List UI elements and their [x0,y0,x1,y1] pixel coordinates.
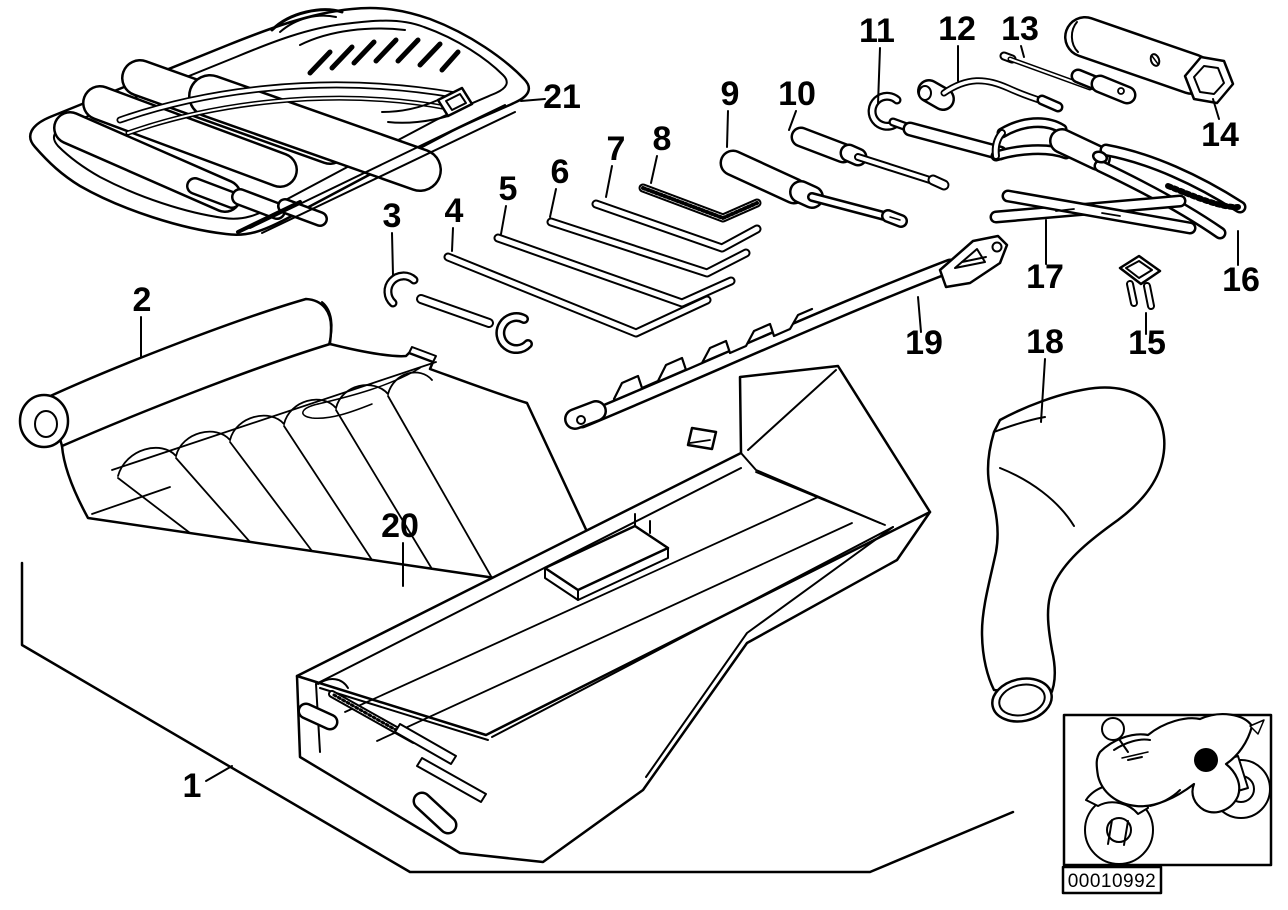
leader-line-21 [520,98,546,102]
part-drawing-curved-duct [980,386,1166,723]
part-drawing-screwdriver-large [719,149,908,228]
part-number-17: 17 [1026,258,1064,296]
callout-4[interactable]: 4 [445,192,464,252]
part-drawing-hex-key-8 [638,183,762,223]
callout-6[interactable]: 6 [549,153,570,218]
part-number-14: 14 [1201,116,1239,154]
callout-13[interactable]: 13 [1001,10,1039,58]
callout-3[interactable]: 3 [383,197,402,276]
part-drawing-hex-key-5 [493,233,736,308]
part-drawing-hook-wrench [867,91,1008,161]
leader-line-9 [726,110,729,148]
part-number-5: 5 [499,170,518,208]
part-number-2: 2 [133,281,152,319]
part-drawing-screwdriver-small [790,126,950,191]
part-number-9: 9 [721,75,740,113]
leader-line-18 [1040,358,1046,423]
part-drawing-complete-kit-line [20,561,1015,874]
part-number-20: 20 [381,507,419,545]
leader-line-14 [1212,98,1220,120]
vehicle-thumbnail: 00010992 [1061,712,1273,895]
callout-19[interactable]: 19 [905,296,943,362]
part-number-11: 11 [859,12,895,50]
callout-7[interactable]: 7 [605,130,626,198]
part-drawing-tire-levers [989,189,1197,235]
callout-12[interactable]: 12 [938,10,976,82]
callouts-layer: 1 2 3 4 5 6 7 8 [133,10,1260,805]
part-number-19: 19 [905,324,943,362]
leader-line-19 [917,296,922,333]
callout-17[interactable]: 17 [1026,219,1064,296]
part-drawing-open-end-wrench [383,271,533,355]
part-number-21: 21 [543,78,581,116]
part-drawing-hex-key-4 [443,252,712,338]
leader-line-5 [500,205,507,235]
part-number-8: 8 [653,120,672,158]
callout-10[interactable]: 10 [778,75,816,131]
leader-line-8 [650,155,658,184]
callout-8[interactable]: 8 [650,120,672,184]
part-number-13: 13 [1001,10,1039,48]
motorcycle-icon [1084,712,1271,865]
callout-15[interactable]: 15 [1128,312,1166,362]
callout-5[interactable]: 5 [499,170,518,235]
callout-2[interactable]: 2 [133,281,152,358]
leader-line-6 [549,188,557,218]
part-number-10: 10 [778,75,816,113]
part-drawing-fuse [1118,254,1162,310]
part-number-18: 18 [1026,323,1064,361]
leader-line-3 [391,232,394,276]
part-drawing-tool-tray [295,364,932,864]
part-drawing-tool-roll-packed [29,6,531,236]
leader-line-7 [605,165,613,198]
callout-18[interactable]: 18 [1026,323,1064,423]
part-drawing-box-wrench [917,77,1061,111]
part-number-16: 16 [1222,261,1260,299]
part-drawing-tool-roll-empty [18,297,619,598]
callout-14[interactable]: 14 [1201,98,1239,154]
part-number-6: 6 [551,153,570,191]
image-code: 00010992 [1068,871,1157,892]
part-number-15: 15 [1128,324,1166,362]
leader-line-11 [877,47,881,105]
callout-9[interactable]: 9 [721,75,740,148]
plate-code-box: 00010992 [1061,865,1163,895]
part-drawing-pliers [990,117,1247,240]
leader-line-4 [451,227,454,252]
location-dot [1194,748,1218,772]
part-drawing-serrated-bracket [564,234,1009,430]
callout-16[interactable]: 16 [1222,230,1260,299]
leader-line-1 [205,765,233,782]
callout-21[interactable]: 21 [520,78,581,116]
part-drawing-spark-plug-wrench [1064,16,1235,105]
leader-line-13 [1020,45,1025,58]
part-number-1: 1 [183,767,202,805]
part-number-7: 7 [607,130,626,168]
callout-1[interactable]: 1 [183,765,233,805]
part-drawing-hex-key-6 [546,217,751,278]
part-number-12: 12 [938,10,976,48]
part-number-4: 4 [445,192,464,230]
callout-20[interactable]: 20 [381,507,419,587]
part-drawing-socket-extension [999,51,1137,113]
part-number-3: 3 [383,197,402,235]
callout-11[interactable]: 11 [859,12,895,105]
part-drawing-hex-key-7 [591,199,762,253]
leader-line-10 [788,110,797,131]
